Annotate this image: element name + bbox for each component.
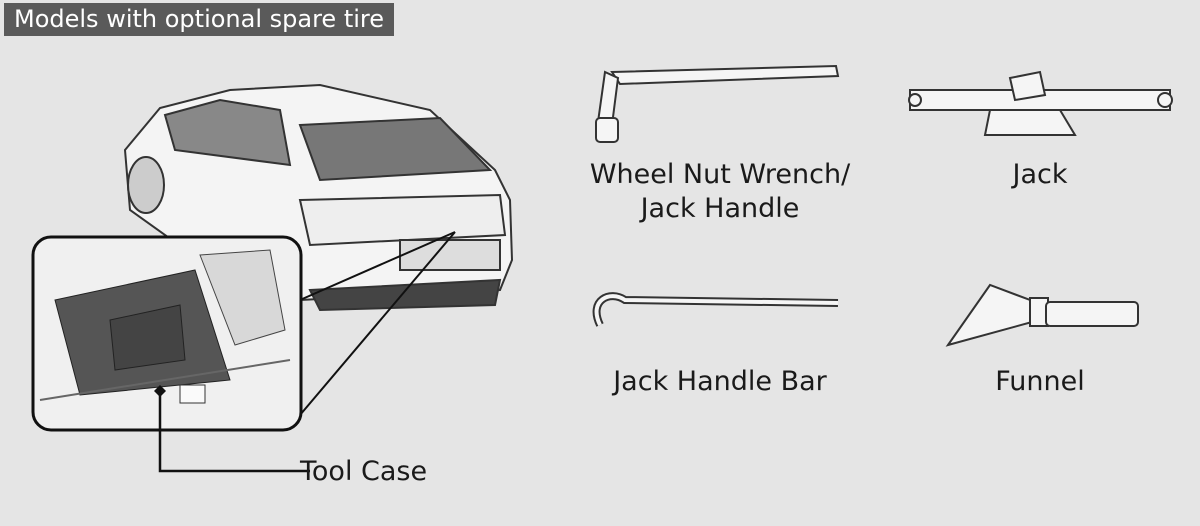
car-illustration bbox=[123, 83, 514, 312]
funnel-label: Funnel bbox=[995, 366, 1085, 397]
funnel-illustration bbox=[945, 283, 1139, 347]
jack-label: Jack bbox=[1012, 159, 1068, 190]
wheel-nut-wrench-label-line2: Jack Handle bbox=[640, 193, 800, 224]
wheel-nut-wrench-illustration bbox=[595, 64, 840, 143]
tool-case-label: Tool Case bbox=[300, 456, 428, 487]
tool-case-pointer bbox=[154, 385, 310, 473]
wheel-nut-wrench-label-line1: Wheel Nut Wrench/ bbox=[589, 159, 851, 190]
wheel-nut-wrench-label: Wheel Nut Wrench/ Jack Handle bbox=[560, 158, 880, 226]
trunk-inset bbox=[31, 231, 456, 432]
jack-illustration bbox=[908, 70, 1173, 136]
jack-handle-bar-label: Jack Handle Bar bbox=[613, 366, 827, 397]
jack-handle-bar-illustration bbox=[592, 292, 839, 327]
section-header: Models with optional spare tire bbox=[4, 3, 394, 36]
